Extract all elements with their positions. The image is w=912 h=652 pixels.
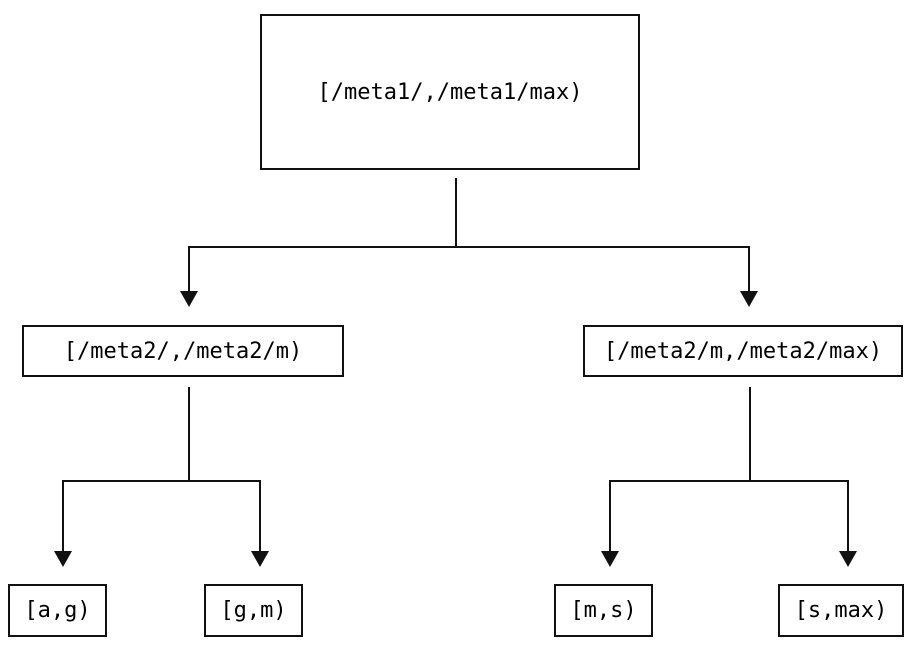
connector-root-drop-left — [188, 246, 190, 292]
arrow-down-icon — [251, 551, 269, 567]
connector-right-stem — [749, 387, 751, 481]
connector-left-drop-right — [259, 480, 261, 552]
arrow-down-icon — [54, 551, 72, 567]
arrow-down-icon — [740, 291, 758, 307]
arrow-down-icon — [180, 291, 198, 307]
connector-left-bar — [62, 480, 261, 482]
connector-left-drop-left — [62, 480, 64, 552]
connector-root-stem — [455, 178, 457, 246]
node-root: [/meta1/,/meta1/max) — [260, 14, 640, 170]
arrow-down-icon — [839, 551, 857, 567]
arrow-down-icon — [601, 551, 619, 567]
node-leaf-gm: [g,m) — [204, 584, 303, 637]
node-leaf-ms: [m,s) — [554, 584, 653, 637]
connector-right-drop-left — [609, 480, 611, 552]
node-meta2-right: [/meta2/m,/meta2/max) — [583, 325, 903, 377]
node-leaf-smax: [s,max) — [778, 584, 904, 637]
connector-root-bar — [188, 246, 750, 248]
connector-left-stem — [188, 387, 190, 481]
node-leaf-ag: [a,g) — [8, 584, 107, 637]
connector-root-drop-right — [748, 246, 750, 292]
connector-right-drop-right — [847, 480, 849, 552]
connector-right-bar — [609, 480, 849, 482]
node-meta2-left: [/meta2/,/meta2/m) — [22, 325, 344, 377]
